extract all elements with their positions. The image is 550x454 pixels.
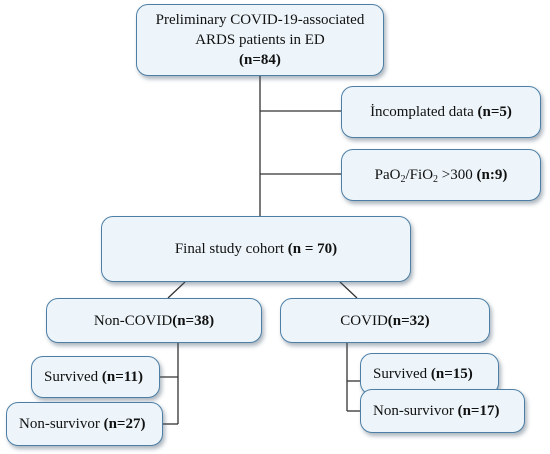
non-covid-count: (n=38) [172,312,215,329]
covid-count: (n=32) [387,312,430,329]
incomplete-data-count: (n=5) [477,104,512,120]
connector-to-covid [339,281,358,299]
preliminary-box: Preliminary COVID-19-associated ARDS pat… [136,4,384,76]
incomplete-data-box: İncomplated data (n=5) [341,86,541,138]
non-covid-box: Non-COVID(n=38) [46,298,262,343]
connector-to-non-covid [167,281,186,299]
non-covid-non-survivor-box: Non-survivor (n=27) [6,402,163,446]
covid-non-survivor-label: Non-survivor [373,403,454,419]
covid-label: COVID [340,312,388,329]
final-cohort-label: Final study cohort [174,241,285,257]
covid-box: COVID(n=32) [280,298,490,343]
non-covid-survived-label: Survived [44,369,99,385]
incomplete-data-label: İncomplated data [370,104,474,120]
preliminary-line1: Preliminary COVID-19-associated [155,12,365,28]
covid-survived-box: Survived (n=15) [360,353,499,395]
pao2-fio2-count: (n:9) [476,167,508,183]
final-cohort-box: Final study cohort (n = 70) [101,216,411,282]
pao2-fio2-label: PaO2/FiO2 >300 (n:9) [374,167,508,185]
preliminary-line2: ARDS patients in ED [195,32,325,48]
non-covid-label: Non-COVID [93,312,173,329]
non-covid-non-survivor-count: (n=27) [103,416,146,432]
covid-survived-count: (n=15) [430,366,473,382]
final-cohort-count: (n = 70) [287,241,338,257]
covid-survived-label: Survived [373,366,428,382]
preliminary-count: (n=84) [239,52,281,68]
covid-non-survivor-box: Non-survivor (n=17) [360,389,525,433]
covid-non-survivor-count: (n=17) [457,403,500,419]
non-covid-non-survivor-label: Non-survivor [19,416,100,432]
non-covid-survived-box: Survived (n=11) [31,356,160,398]
non-covid-survived-count: (n=11) [101,369,143,385]
pao2-fio2-box: PaO2/FiO2 >300 (n:9) [341,149,541,201]
